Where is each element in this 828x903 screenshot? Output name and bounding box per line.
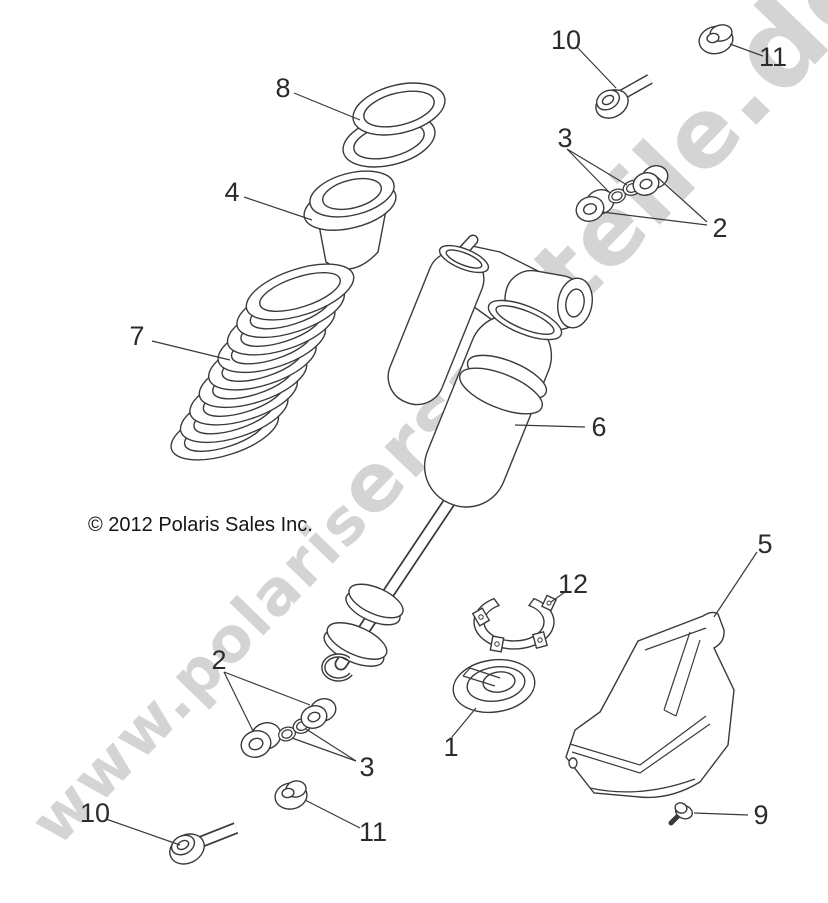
part-shock-absorber: [321, 234, 593, 682]
callout-9: 9: [753, 800, 768, 830]
part-retainer-ring: [471, 594, 557, 653]
callout-10-bottom: 10: [80, 798, 110, 828]
part-bushings-washers-top: [575, 165, 669, 222]
callout-lines: [105, 43, 764, 846]
callout-11-top: 11: [759, 42, 787, 72]
part-flange-bolt-top: [595, 74, 653, 119]
part-flange-bolt-bottom: [169, 822, 239, 865]
callout-2-top: 2: [712, 213, 727, 243]
callout-5: 5: [757, 529, 772, 559]
part-flange-nut-bottom: [274, 780, 308, 810]
callout-7: 7: [129, 321, 144, 351]
callout-10-top: 10: [551, 25, 581, 55]
callout-12: 12: [558, 569, 588, 599]
callout-3-bottom: 3: [359, 752, 374, 782]
part-spacer-bushing: [303, 170, 397, 270]
part-guard-screw: [668, 802, 693, 826]
callout-2-bottom: 2: [211, 645, 226, 675]
callout-labels: 10 11 8 3 2 4 7 6 5 12 1 2 3 10 11 9: [80, 25, 787, 847]
part-shock-guard: [565, 611, 735, 799]
copyright-notice: © 2012 Polaris Sales Inc.: [88, 514, 313, 536]
callout-11-bottom: 11: [359, 817, 387, 847]
part-upper-coil-spring: [342, 82, 446, 168]
callout-4: 4: [224, 177, 239, 207]
callout-1: 1: [443, 732, 458, 762]
part-bushings-washers-bottom: [240, 698, 337, 758]
callout-8: 8: [275, 73, 290, 103]
part-preload-cam: [452, 658, 536, 714]
part-flange-nut-top: [698, 24, 734, 55]
callout-3-top: 3: [557, 123, 572, 153]
part-main-spring: [163, 252, 362, 472]
callout-6: 6: [591, 412, 606, 442]
